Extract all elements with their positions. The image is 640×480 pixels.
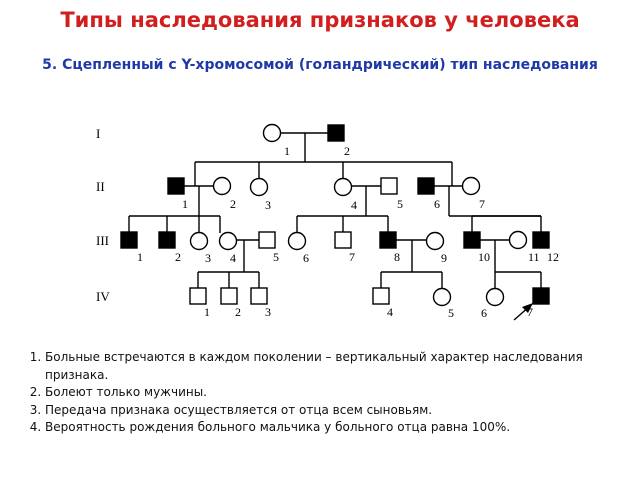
generation-label: II — [96, 179, 105, 194]
affected-male-square — [463, 231, 481, 249]
affected-male-square — [327, 124, 345, 142]
healthy-female-circle — [218, 231, 238, 251]
individual-number: 5 — [273, 250, 279, 264]
individual-number: 5 — [397, 197, 403, 211]
healthy-male-square — [334, 231, 352, 249]
affected-male-square — [532, 231, 550, 249]
individual-number: 1 — [182, 197, 188, 211]
individual-number: 1 — [204, 305, 210, 319]
generation-label: III — [96, 233, 109, 248]
healthy-male-square — [380, 177, 398, 195]
affected-male-square — [532, 287, 550, 305]
individual-number: 2 — [230, 197, 236, 211]
pedigree-symbols — [120, 123, 550, 307]
generation-label: I — [96, 126, 100, 141]
healthy-male-square — [250, 287, 268, 305]
individual-number: 2 — [344, 144, 350, 158]
individual-number: 7 — [479, 197, 485, 211]
generation-label: IV — [96, 289, 110, 304]
healthy-female-circle — [508, 230, 528, 250]
individual-number: 3 — [265, 198, 271, 212]
page-subtitle: 5. Сцепленный с Y-хромосомой (голандриче… — [42, 57, 598, 73]
individual-number: 6 — [303, 251, 309, 265]
healthy-female-circle — [287, 231, 307, 251]
individual-number: 6 — [434, 197, 440, 211]
individual-number: 4 — [351, 198, 357, 212]
healthy-female-circle — [485, 287, 505, 307]
healthy-male-square — [258, 231, 276, 249]
affected-male-square — [417, 177, 435, 195]
fact-item: Болеют только мужчины. — [45, 384, 640, 402]
fact-item: Больные встречаются в каждом поколении –… — [45, 349, 640, 384]
healthy-female-circle — [333, 177, 353, 197]
individual-number: 3 — [205, 251, 211, 265]
affected-male-square — [120, 231, 138, 249]
individual-number: 4 — [230, 251, 236, 265]
healthy-female-circle — [249, 177, 269, 197]
individual-number: 2 — [175, 250, 181, 264]
individual-number: 11 — [528, 250, 540, 264]
affected-male-square — [158, 231, 176, 249]
healthy-female-circle — [432, 287, 452, 307]
individual-number: 1 — [284, 144, 290, 158]
individual-number: 6 — [481, 306, 487, 320]
individual-number: 7 — [527, 305, 533, 319]
individual-number: 3 — [265, 305, 271, 319]
individual-number: 2 — [235, 305, 241, 319]
healthy-female-circle — [425, 231, 445, 251]
individual-number: 7 — [349, 250, 355, 264]
facts-list: Больные встречаются в каждом поколении –… — [18, 349, 640, 437]
healthy-male-square — [189, 287, 207, 305]
individual-number: 12 — [547, 250, 559, 264]
page-title: Типы наследования признаков у человека — [60, 8, 580, 32]
healthy-female-circle — [212, 176, 232, 196]
fact-item: Вероятность рождения больного мальчика у… — [45, 419, 640, 437]
individual-number: 9 — [441, 251, 447, 265]
individual-number: 5 — [448, 306, 454, 320]
healthy-male-square — [372, 287, 390, 305]
affected-male-square — [167, 177, 185, 195]
healthy-female-circle — [461, 176, 481, 196]
affected-male-square — [379, 231, 397, 249]
pedigree-lines — [128, 132, 542, 321]
healthy-male-square — [220, 287, 238, 305]
individual-number: 8 — [394, 250, 400, 264]
individual-number: 1 — [137, 250, 143, 264]
individual-number: 10 — [478, 250, 490, 264]
fact-item: Передача признака осуществляется от отца… — [45, 402, 640, 420]
healthy-female-circle — [189, 231, 209, 251]
individual-number: 4 — [387, 305, 393, 319]
healthy-female-circle — [262, 123, 282, 143]
